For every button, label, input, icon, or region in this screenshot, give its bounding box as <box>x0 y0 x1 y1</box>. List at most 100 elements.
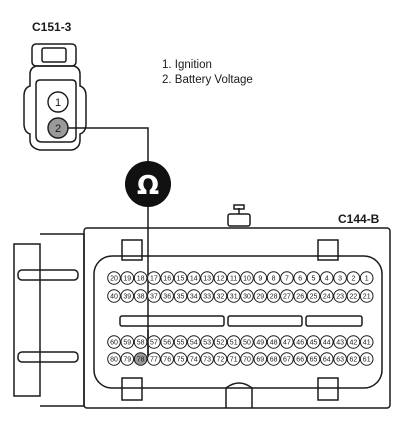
c144-pin-label: 4 <box>325 276 329 283</box>
c144-pin: 53 <box>200 335 214 349</box>
c144-pin-circle <box>107 335 121 349</box>
c144-pin-label: 19 <box>123 276 131 283</box>
c144-pin-circle <box>200 352 214 366</box>
c144-pin-circle <box>266 352 281 366</box>
c144-pin-circle <box>160 271 174 285</box>
c144-pin: 69 <box>253 352 268 366</box>
c144-pin-label: 16 <box>163 276 171 283</box>
c144-pin-circle <box>346 352 361 366</box>
c144-pin-circle <box>280 271 294 285</box>
c144-connector-label: C144-B <box>338 212 380 226</box>
c144-pin: 18 <box>133 271 148 285</box>
c144-bottom-key-right <box>317 377 339 401</box>
c144-pin-label: 7 <box>285 276 289 283</box>
c144-pin-label: 44 <box>323 340 331 347</box>
c144-side-tab-upper <box>17 269 79 281</box>
c144-pin-circle <box>187 352 201 366</box>
c144-pin-circle <box>226 289 241 303</box>
c144-pin: 58 <box>133 335 148 349</box>
c144-pin-circle <box>320 352 334 366</box>
c144-pin-circle <box>187 335 201 349</box>
c144-pin: 47 <box>280 335 294 349</box>
c144-pin-circle <box>213 289 228 303</box>
c144-pin: 72 <box>213 352 228 366</box>
c144-pin: 55 <box>173 335 188 349</box>
c144-pin-circle <box>133 335 148 349</box>
c144-pin: 38 <box>133 289 148 303</box>
c144-pin: 36 <box>160 289 174 303</box>
ohmmeter: Ω <box>125 161 171 207</box>
c144-pin-circle <box>306 335 321 349</box>
c144-pin: 76 <box>160 352 174 366</box>
c144-pin-label: 72 <box>217 357 225 364</box>
c144-pin-label: 55 <box>177 340 185 347</box>
c144-pin-label: 28 <box>270 294 278 301</box>
c144-pin-label: 58 <box>137 340 145 347</box>
c144-pin-label: 49 <box>256 340 264 347</box>
c144-pin: 75 <box>173 352 188 366</box>
c144-pin: 12 <box>213 271 228 285</box>
c144-pin-label: 71 <box>230 357 238 364</box>
c144-pin-label: 79 <box>123 357 131 364</box>
c144-pin: 66 <box>293 352 308 366</box>
c144-pin-label: 20 <box>110 276 118 283</box>
c144-pin-label: 66 <box>296 357 304 364</box>
c144-pin-circle <box>107 352 121 366</box>
legend-item-ignition: 1. Ignition <box>162 59 212 71</box>
c144-pin-label: 64 <box>323 357 331 364</box>
c144-pin-label: 60 <box>110 340 118 347</box>
ohm-symbol: Ω <box>137 171 159 201</box>
c144-pin-circle <box>280 352 294 366</box>
c144-pin-label: 18 <box>137 276 145 283</box>
c144-pin-label: 73 <box>203 357 211 364</box>
c144-bottom-key-left <box>121 377 143 401</box>
c144-pin: 80 <box>107 352 121 366</box>
c144-pin-label: 75 <box>177 357 185 364</box>
c144-pin: 9 <box>253 271 268 285</box>
c144-pin-circle <box>213 271 228 285</box>
c144-pin-circle <box>120 289 135 303</box>
c144-pin-label: 23 <box>336 294 344 301</box>
c144-pin-label: 77 <box>150 357 158 364</box>
c144-pin-circle <box>213 335 228 349</box>
c144-pin-label: 13 <box>203 276 211 283</box>
c144-slot-left <box>119 315 225 327</box>
c144-pin: 64 <box>320 352 334 366</box>
c144-pin: 31 <box>226 289 241 303</box>
c144-pin-circle <box>346 335 361 349</box>
c144-pin-label: 53 <box>203 340 211 347</box>
c144-pin-label: 46 <box>296 340 304 347</box>
c144-pin: 1 <box>359 271 374 285</box>
c151-pin-2: 2 <box>47 117 69 139</box>
c144-pin-label: 80 <box>110 357 118 364</box>
c144-pin: 19 <box>120 271 135 285</box>
c144-pin-label: 47 <box>283 340 291 347</box>
c144-pin: 2 <box>346 271 361 285</box>
c144-pin-label: 3 <box>338 276 342 283</box>
c144-pin-circle <box>293 271 308 285</box>
c144-pin-label: 63 <box>336 357 344 364</box>
c144-pin-label: 26 <box>296 294 304 301</box>
c144-pin-circle <box>160 352 174 366</box>
c144-pin-label: 70 <box>243 357 251 364</box>
c144-pin-circle <box>120 335 135 349</box>
c144-pin: 32 <box>213 289 228 303</box>
c144-pin-label: 30 <box>243 294 251 301</box>
c144-pin-circle <box>107 271 121 285</box>
c144-pin-circle <box>240 352 254 366</box>
c144-pin-circle <box>173 271 188 285</box>
c144-pin-label: 43 <box>336 340 344 347</box>
c151-connector <box>23 43 87 151</box>
c144-pin: 71 <box>226 352 241 366</box>
c144-pin-label: 21 <box>363 294 371 301</box>
c144-pin: 43 <box>333 335 347 349</box>
c144-pin-circle <box>333 289 347 303</box>
c144-pin: 5 <box>306 271 321 285</box>
c144-pin-label: 9 <box>258 276 262 283</box>
c144-pin: 59 <box>120 335 135 349</box>
c151-outer-shell <box>23 65 87 151</box>
c144-pin-label: 39 <box>123 294 131 301</box>
c144-pin-label: 17 <box>150 276 158 283</box>
c144-pin-label: 76 <box>163 357 171 364</box>
c144-pin-circle <box>226 335 241 349</box>
